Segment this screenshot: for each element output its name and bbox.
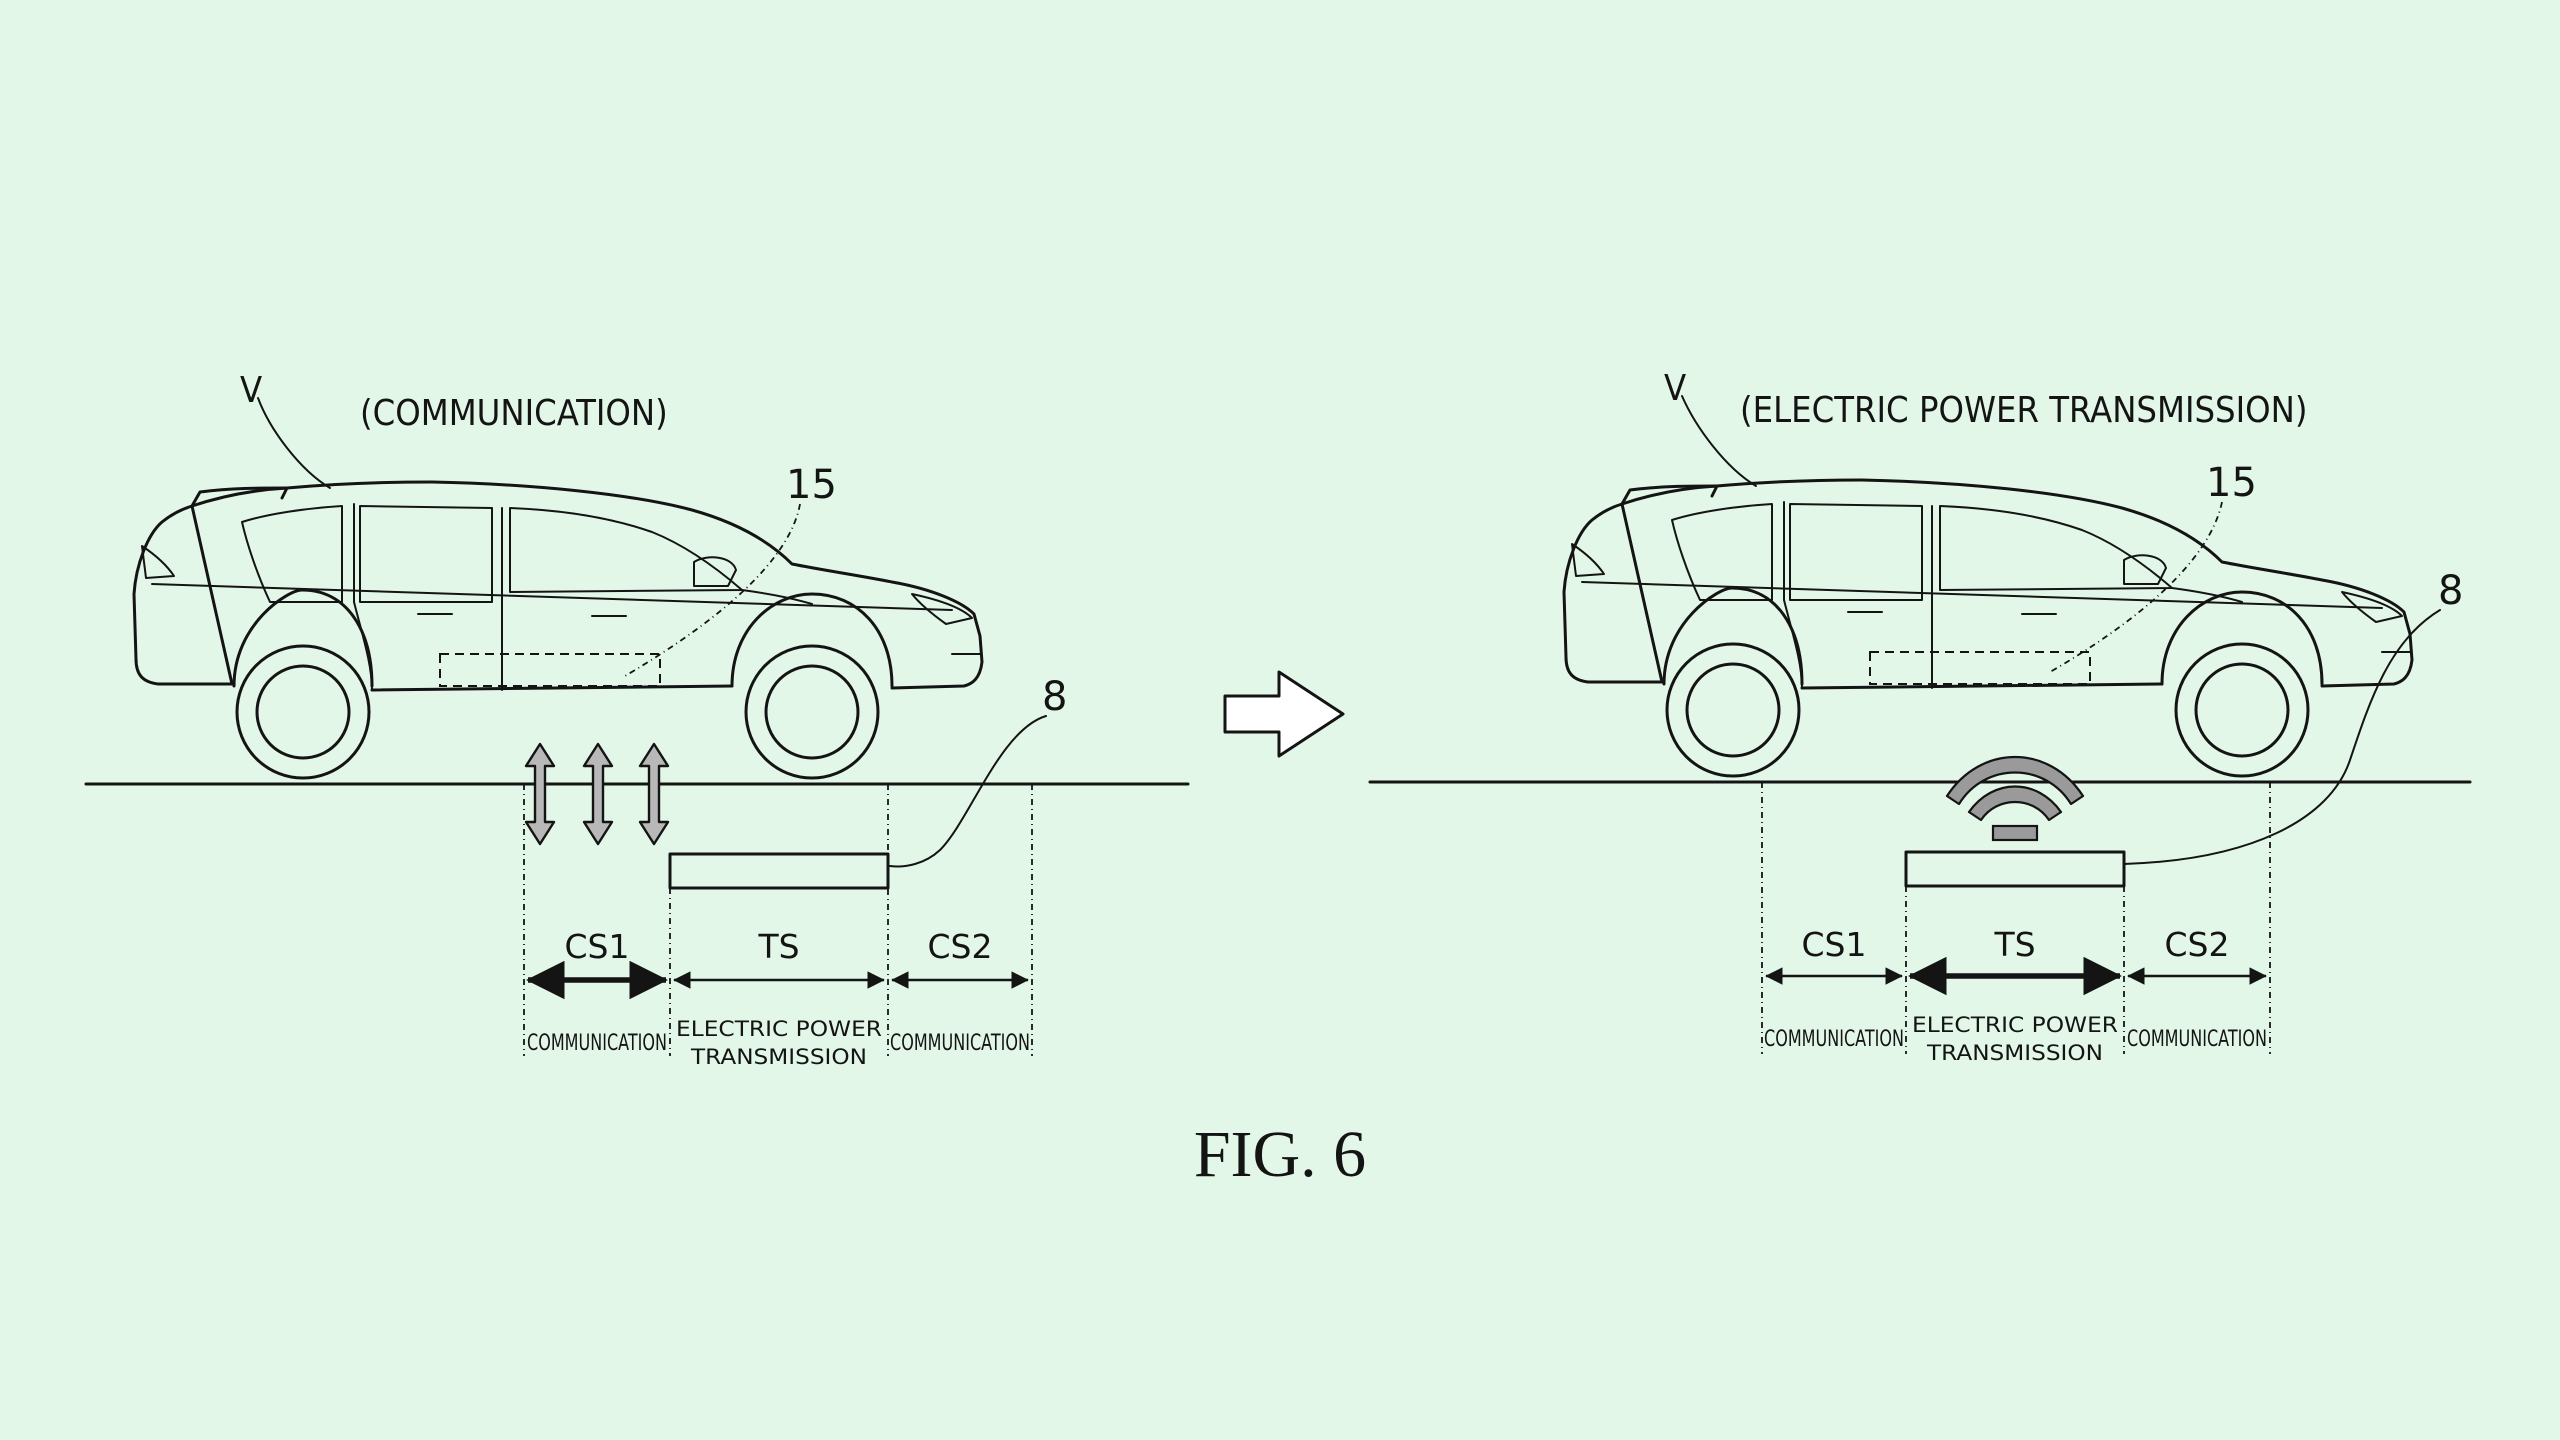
left-vehicle-label: V <box>240 370 262 411</box>
wireless-waves-icon <box>1945 755 2085 842</box>
left-zone-ts-label: TS <box>757 927 799 966</box>
right-zone-ts-sublabel-2: TRANSMISSION <box>1926 1041 2103 1065</box>
left-zone-cs1-sublabel: COMMUNICATION <box>527 1031 667 1056</box>
right-zone-ts-sublabel-1: ELECTRIC POWER <box>1912 1013 2118 1037</box>
right-zone-ts-label: TS <box>1993 925 2035 964</box>
left-unit-label: 15 <box>786 462 837 508</box>
right-vehicle-label: V <box>1664 368 1686 409</box>
left-unit-leader <box>624 503 801 677</box>
left-vehicle-leader <box>257 397 331 489</box>
double-vertical-arrow-icon <box>582 742 614 846</box>
right-coil-label: 8 <box>2438 568 2463 614</box>
right-panel: (ELECTRIC POWER TRANSMISSION) V 15 8 CS1 <box>1368 368 2472 1065</box>
left-coil-leader <box>889 715 1047 868</box>
figure-caption: FIG. 6 <box>1194 1118 1366 1191</box>
right-zone-boundaries <box>1761 782 2271 1054</box>
left-zone-ts-sublabel-2: TRANSMISSION <box>690 1045 867 1069</box>
left-state-label: (COMMUNICATION) <box>360 393 668 434</box>
right-unit-label: 15 <box>2206 460 2257 506</box>
double-vertical-arrow-icon <box>524 742 556 846</box>
left-coil-label: 8 <box>1042 674 1067 720</box>
right-ground-coil <box>1904 850 2126 888</box>
right-coil-leader <box>2123 609 2441 865</box>
left-ground-coil <box>668 852 890 890</box>
left-zone-ts-sublabel-1: ELECTRIC POWER <box>676 1017 882 1041</box>
left-zone-cs2-label: CS2 <box>928 927 993 966</box>
left-communication-arrows <box>524 742 670 846</box>
left-zone-cs2-sublabel: COMMUNICATION <box>890 1031 1030 1056</box>
left-vehicle <box>132 480 984 780</box>
right-zone-cs1-label: CS1 <box>1802 925 1867 964</box>
left-panel: (COMMUNICATION) V 15 8 <box>84 370 1190 1069</box>
right-state-label: (ELECTRIC POWER TRANSMISSION) <box>1740 390 2308 431</box>
right-arrow-icon <box>1223 670 1345 758</box>
right-zone-cs2-sublabel: COMMUNICATION <box>2127 1027 2267 1052</box>
right-vehicle <box>1562 478 2414 778</box>
left-zone-cs1-label: CS1 <box>565 927 630 966</box>
double-vertical-arrow-icon <box>638 742 670 846</box>
right-vehicle-leader <box>1681 395 1757 487</box>
left-zone-boundaries <box>523 784 1033 1056</box>
right-zone-cs1-sublabel: COMMUNICATION <box>1764 1027 1904 1052</box>
right-zone-cs2-label: CS2 <box>2165 925 2230 964</box>
right-unit-leader <box>2049 501 2223 673</box>
